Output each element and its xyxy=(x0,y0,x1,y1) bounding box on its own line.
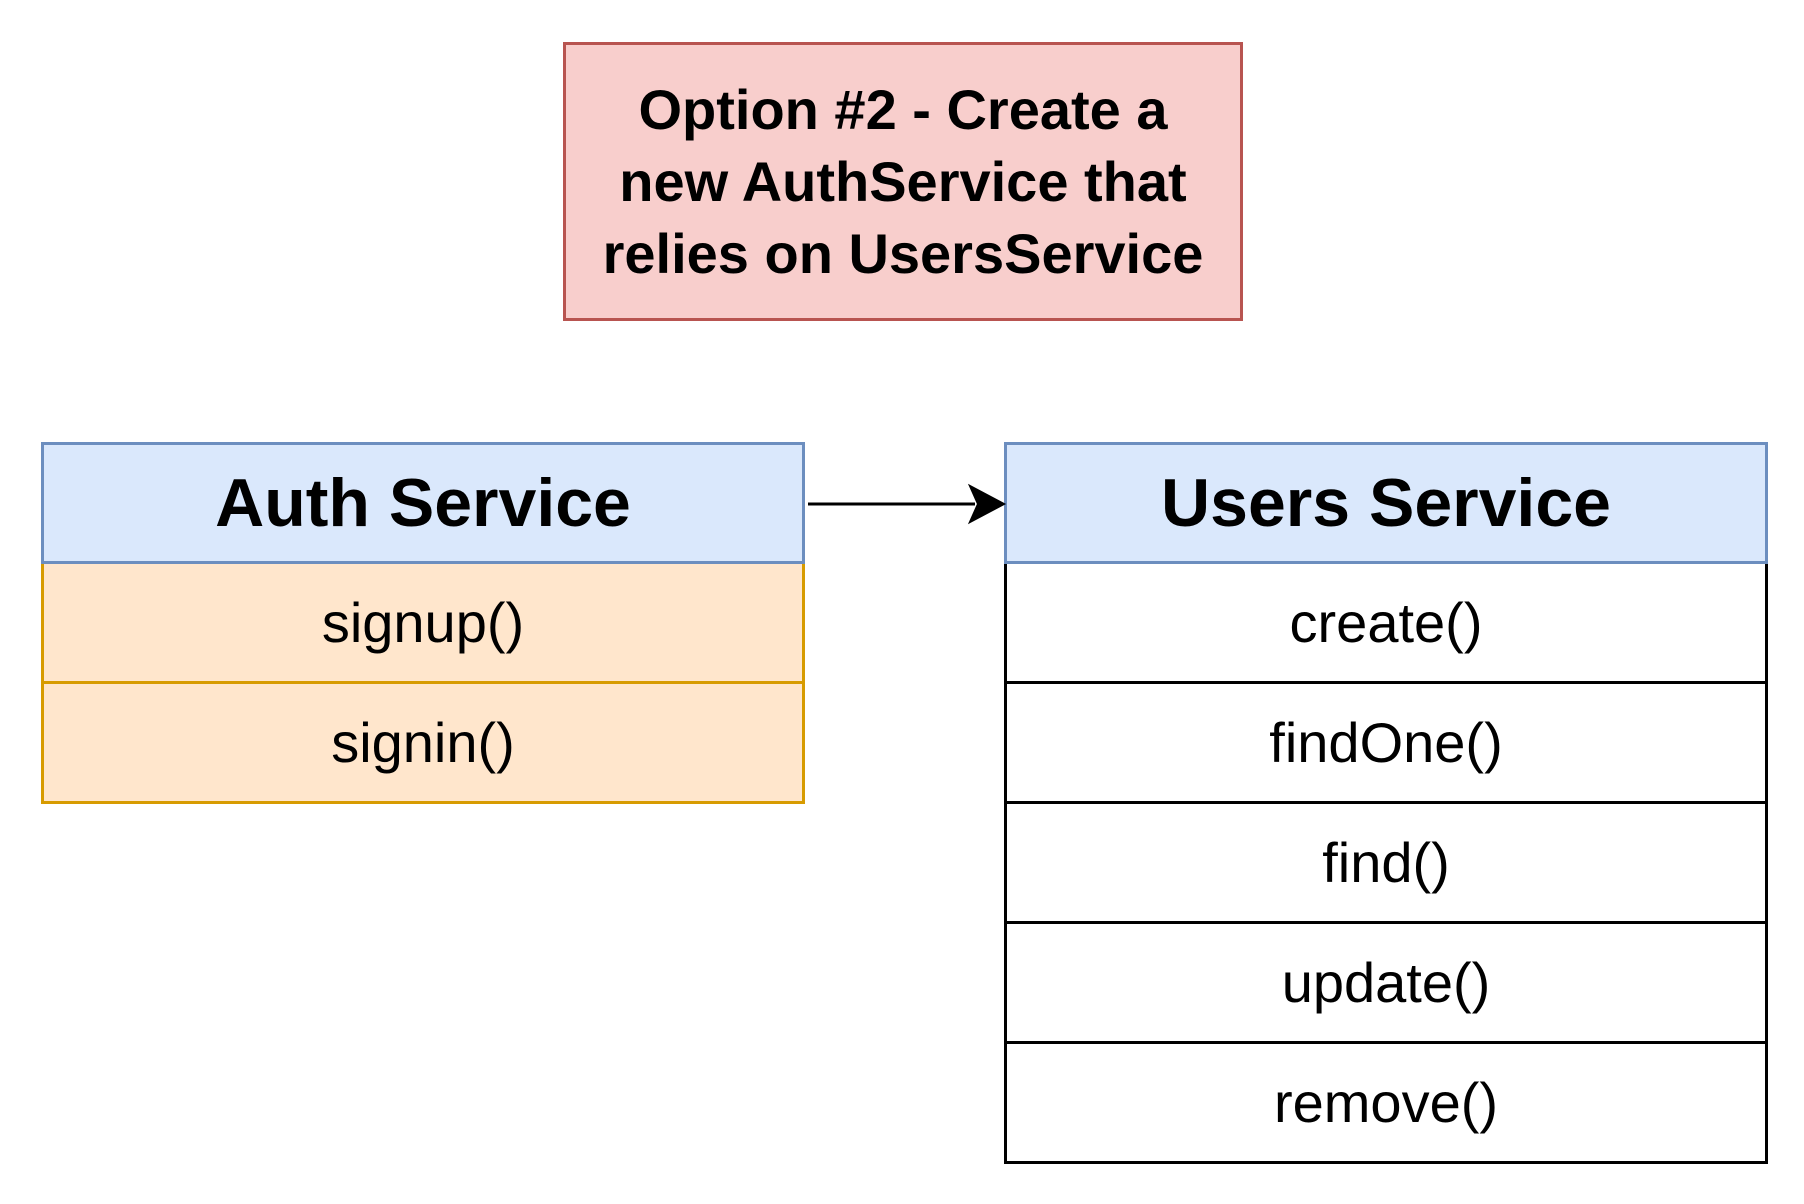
users-service-header: Users Service xyxy=(1004,442,1768,564)
auth-method-signin: signin() xyxy=(41,684,805,804)
diagram-title-box: Option #2 - Create a new AuthService tha… xyxy=(563,42,1243,321)
title-line: new AuthService that xyxy=(619,149,1187,213)
users-method-remove: remove() xyxy=(1004,1044,1768,1164)
title-line: Option #2 - Create a xyxy=(638,77,1168,141)
users-method-findone: findOne() xyxy=(1004,684,1768,804)
users-service-box: Users Service create() findOne() find() … xyxy=(1004,442,1768,1164)
users-method-create: create() xyxy=(1004,564,1768,684)
arrow-head-icon xyxy=(967,483,1007,525)
title-line: relies on UsersService xyxy=(602,221,1204,285)
users-method-find: find() xyxy=(1004,804,1768,924)
users-method-update: update() xyxy=(1004,924,1768,1044)
auth-method-signup: signup() xyxy=(41,564,805,684)
auth-service-box: Auth Service signup() signin() xyxy=(41,442,805,804)
auth-service-header: Auth Service xyxy=(41,442,805,564)
